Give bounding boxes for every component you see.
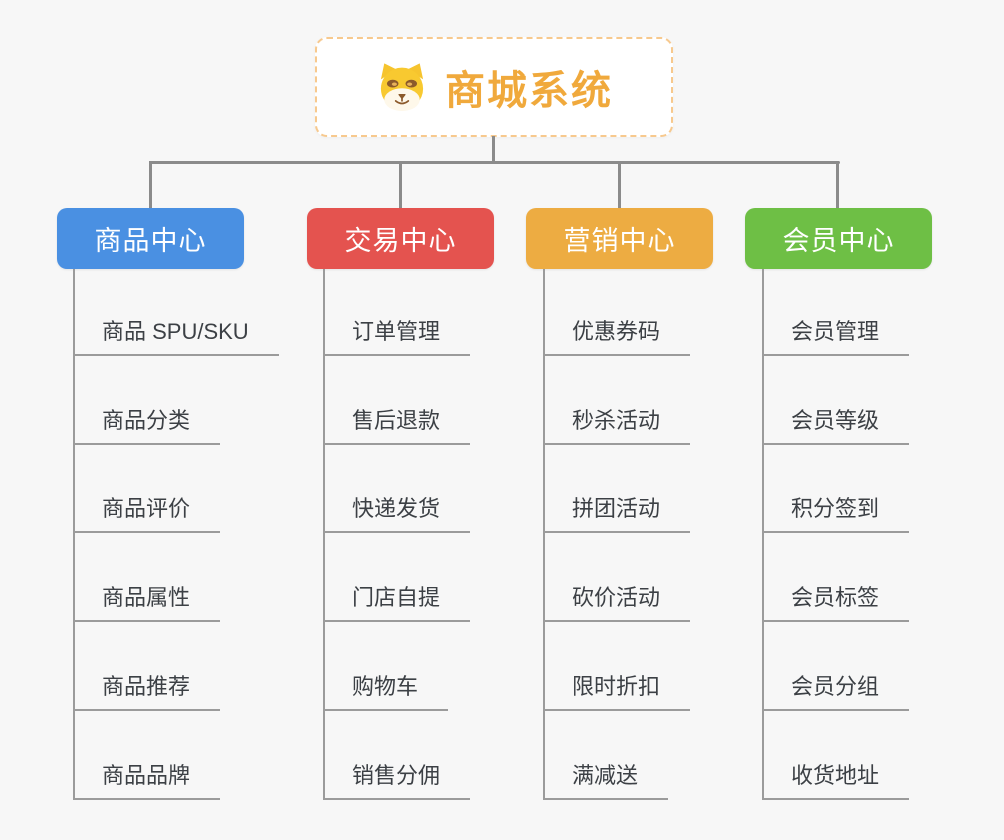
leaf-node[interactable]: 商品推荐 bbox=[73, 673, 221, 711]
leaf-node[interactable]: 满减送 bbox=[543, 762, 669, 800]
leaf-node[interactable]: 会员分组 bbox=[762, 673, 910, 711]
leaf-node[interactable]: 会员管理 bbox=[762, 318, 910, 356]
leaf-node[interactable]: 秒杀活动 bbox=[543, 407, 691, 445]
leaf-node[interactable]: 优惠券码 bbox=[543, 318, 691, 356]
connector-root-stem bbox=[492, 136, 495, 162]
connector-drop-member bbox=[836, 161, 839, 210]
leaf-node[interactable]: 商品 SPU/SKU bbox=[73, 318, 279, 356]
connector-trunk-product bbox=[73, 269, 75, 800]
leaf-node[interactable]: 购物车 bbox=[323, 673, 449, 711]
leaf-node[interactable]: 商品属性 bbox=[73, 584, 221, 622]
leaf-node[interactable]: 会员标签 bbox=[762, 584, 910, 622]
branch-node-product-center[interactable]: 商品中心 bbox=[57, 208, 244, 269]
leaf-node[interactable]: 积分签到 bbox=[762, 495, 910, 533]
connector-drop-trade bbox=[399, 161, 402, 210]
leaf-node[interactable]: 销售分佣 bbox=[323, 762, 471, 800]
leaf-node[interactable]: 会员等级 bbox=[762, 407, 910, 445]
leaf-node[interactable]: 商品品牌 bbox=[73, 762, 221, 800]
leaf-node[interactable]: 限时折扣 bbox=[543, 673, 691, 711]
leaf-node[interactable]: 快递发货 bbox=[323, 495, 471, 533]
connector-trunk-trade bbox=[323, 269, 325, 800]
leaf-node[interactable]: 门店自提 bbox=[323, 584, 471, 622]
shiba-dog-icon bbox=[380, 63, 424, 112]
leaf-node[interactable]: 售后退款 bbox=[323, 407, 471, 445]
leaf-node[interactable]: 商品评价 bbox=[73, 495, 221, 533]
connector-horizontal-bus bbox=[149, 161, 840, 164]
connector-drop-product bbox=[149, 161, 152, 210]
branch-node-trade-center[interactable]: 交易中心 bbox=[307, 208, 494, 269]
leaf-node[interactable]: 商品分类 bbox=[73, 407, 221, 445]
connector-trunk-marketing bbox=[543, 269, 545, 800]
branch-node-member-center[interactable]: 会员中心 bbox=[745, 208, 932, 269]
root-title: 商城系统 bbox=[445, 69, 613, 113]
leaf-node[interactable]: 砍价活动 bbox=[543, 584, 691, 622]
leaf-node[interactable]: 拼团活动 bbox=[543, 495, 691, 533]
connector-trunk-member bbox=[762, 269, 764, 800]
leaf-node[interactable]: 收货地址 bbox=[762, 762, 910, 800]
root-node[interactable]: 商城系统 bbox=[315, 37, 673, 137]
connector-drop-marketing bbox=[618, 161, 621, 210]
leaf-node[interactable]: 订单管理 bbox=[323, 318, 471, 356]
branch-node-marketing-center[interactable]: 营销中心 bbox=[526, 208, 713, 269]
